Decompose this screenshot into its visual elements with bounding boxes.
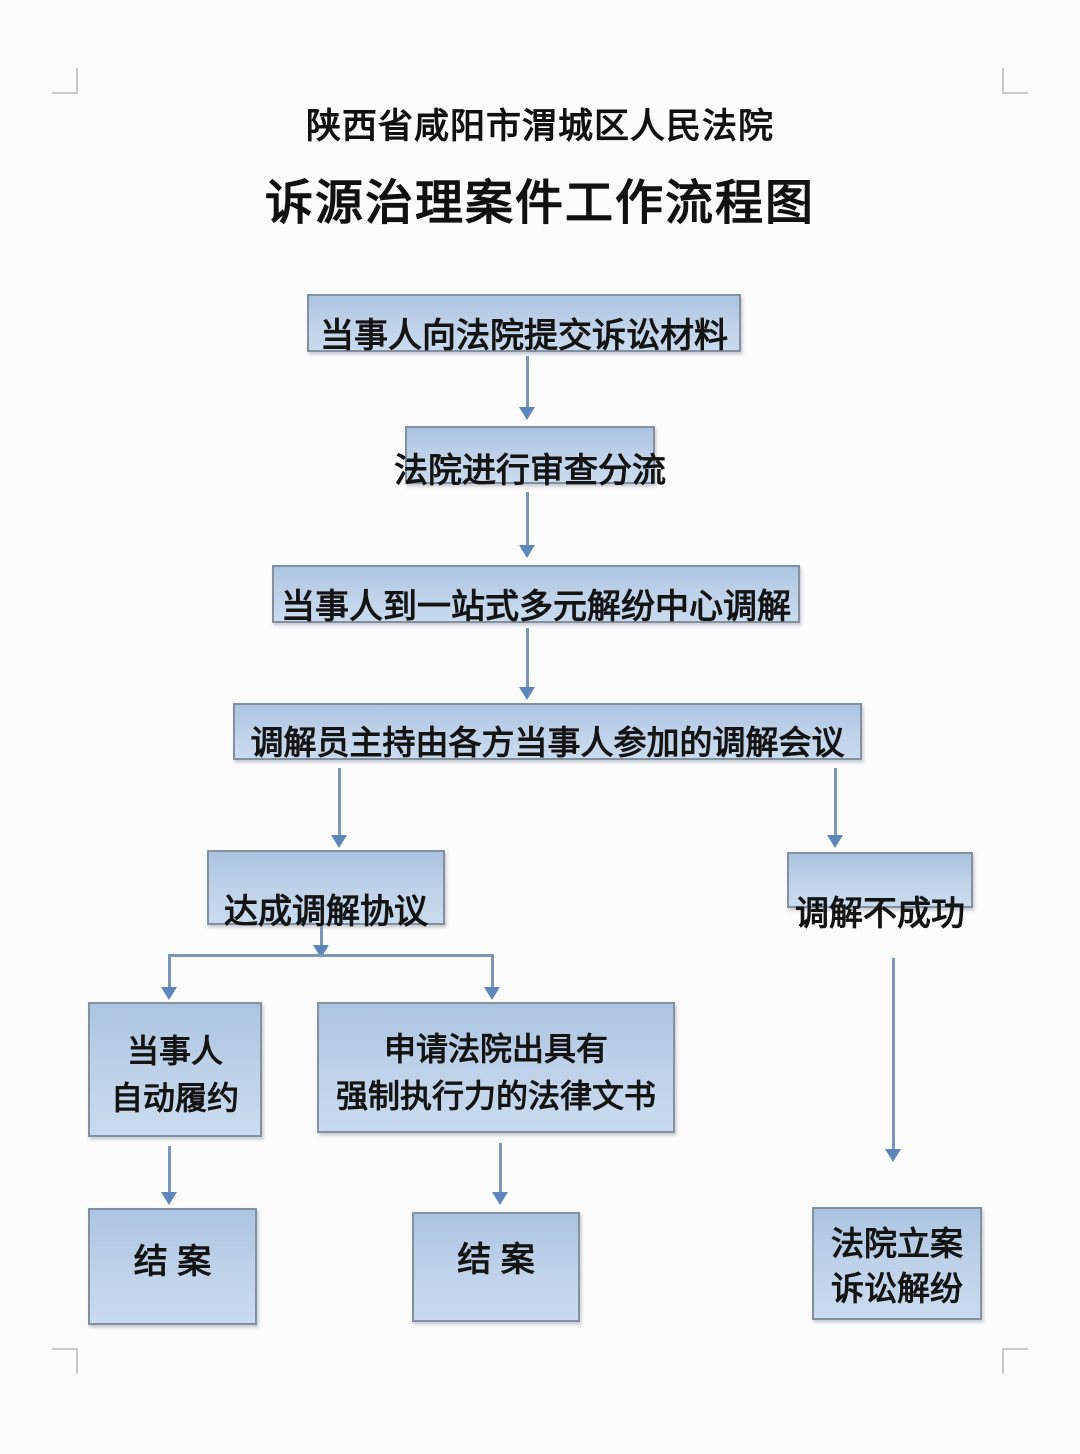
arrow-shaft xyxy=(319,926,323,947)
node-mediation-meeting-label: 调解员主持由各方当事人参加的调解会议 xyxy=(250,724,845,761)
voluntary-performance-line2: 自动履约 xyxy=(110,1080,239,1116)
branch-connector-line xyxy=(168,954,494,957)
arrow-head-icon xyxy=(885,1149,901,1162)
node-mediation-meeting: 调解员主持由各方当事人参加的调解会议 xyxy=(233,703,862,761)
arrow-branch-to-perform xyxy=(161,956,177,1000)
node-apply-enforceable-document: 申请法院出具有 强制执行力的法律文书 xyxy=(317,1002,675,1133)
court-filing-line1: 法院立案 xyxy=(831,1225,963,1262)
node-court-review-label: 法院进行审查分流 xyxy=(394,452,666,490)
arrow-head-icon xyxy=(161,1192,177,1205)
court-filing-line2: 诉讼解纷 xyxy=(831,1270,963,1307)
node-case-closed-mid-label: 结 案 xyxy=(414,1232,578,1281)
arrow-head-icon xyxy=(519,407,535,420)
arrow-head-icon xyxy=(492,1192,508,1205)
arrow-shaft xyxy=(167,956,171,989)
node-case-closed-left: 结 案 xyxy=(88,1208,257,1325)
crop-mark-top-left-icon xyxy=(52,68,78,94)
crop-mark-top-right-icon xyxy=(1002,68,1028,94)
arrow-head-icon xyxy=(519,545,535,558)
node-case-closed-left-label: 结 案 xyxy=(90,1234,255,1283)
case-closed-left-text: 结 案 xyxy=(133,1243,212,1281)
voluntary-performance-line1: 当事人 xyxy=(126,1033,223,1069)
node-court-review: 法院进行审查分流 xyxy=(394,426,666,490)
node-case-closed-mid: 结 案 xyxy=(412,1212,580,1322)
apply-enforceable-line2: 强制执行力的法律文书 xyxy=(335,1078,656,1114)
arrow-meeting-to-fail xyxy=(827,768,843,848)
arrow-branch-to-apply xyxy=(484,956,500,1000)
arrow-shaft xyxy=(525,492,529,547)
chart-title: 诉源治理案件工作流程图 xyxy=(264,177,815,230)
arrow-shaft xyxy=(337,768,341,837)
crop-mark-bottom-left-icon xyxy=(52,1348,78,1374)
node-apply-enforceable-document-label: 申请法院出具有 强制执行力的法律文书 xyxy=(319,1026,673,1120)
arrow-head-icon xyxy=(331,835,347,848)
arrow-head-icon xyxy=(484,987,500,1000)
arrow-fail-to-filing xyxy=(885,958,901,1162)
node-agreement-reached-label: 达成调解协议 xyxy=(224,893,428,931)
arrow-head-icon xyxy=(827,835,843,848)
arrow-shaft xyxy=(490,956,494,989)
node-mediation-failed-label: 调解不成功 xyxy=(795,895,965,933)
arrow-head-icon xyxy=(519,687,535,700)
node-agreement-reached: 达成调解协议 xyxy=(207,850,445,931)
node-court-filing: 法院立案 诉讼解纷 xyxy=(812,1207,982,1320)
arrow-apply-to-close xyxy=(492,1143,508,1205)
node-mediation-center: 当事人到一站式多元解纷中心调解 xyxy=(272,565,800,626)
node-mediation-center-label: 当事人到一站式多元解纷中心调解 xyxy=(281,588,791,626)
arrow-shaft xyxy=(833,768,837,837)
arrow-shaft xyxy=(525,356,529,409)
arrow-perform-to-close xyxy=(161,1146,177,1205)
crop-mark-bottom-right-icon xyxy=(1002,1348,1028,1374)
arrow-review-to-center xyxy=(519,492,535,558)
node-mediation-failed: 调解不成功 xyxy=(787,852,973,933)
arrow-shaft xyxy=(498,1143,502,1194)
arrow-shaft xyxy=(525,628,529,689)
node-court-filing-label: 法院立案 诉讼解纷 xyxy=(814,1221,980,1311)
node-submit-materials: 当事人向法院提交诉讼材料 xyxy=(307,294,741,355)
arrow-center-to-meeting xyxy=(519,628,535,700)
arrow-head-icon xyxy=(161,987,177,1000)
node-voluntary-performance: 当事人 自动履约 xyxy=(88,1002,262,1137)
org-title: 陕西省咸阳市渭城区人民法院 xyxy=(305,107,774,146)
node-voluntary-performance-label: 当事人 自动履约 xyxy=(90,1028,260,1122)
arrow-shaft xyxy=(891,958,895,1151)
arrow-submit-to-review xyxy=(519,356,535,420)
arrow-meeting-to-agreement xyxy=(331,768,347,848)
node-submit-materials-label: 当事人向法院提交诉讼材料 xyxy=(320,317,728,355)
case-closed-mid-text: 结 案 xyxy=(457,1241,535,1279)
arrow-shaft xyxy=(167,1146,171,1194)
apply-enforceable-line1: 申请法院出具有 xyxy=(383,1031,608,1067)
